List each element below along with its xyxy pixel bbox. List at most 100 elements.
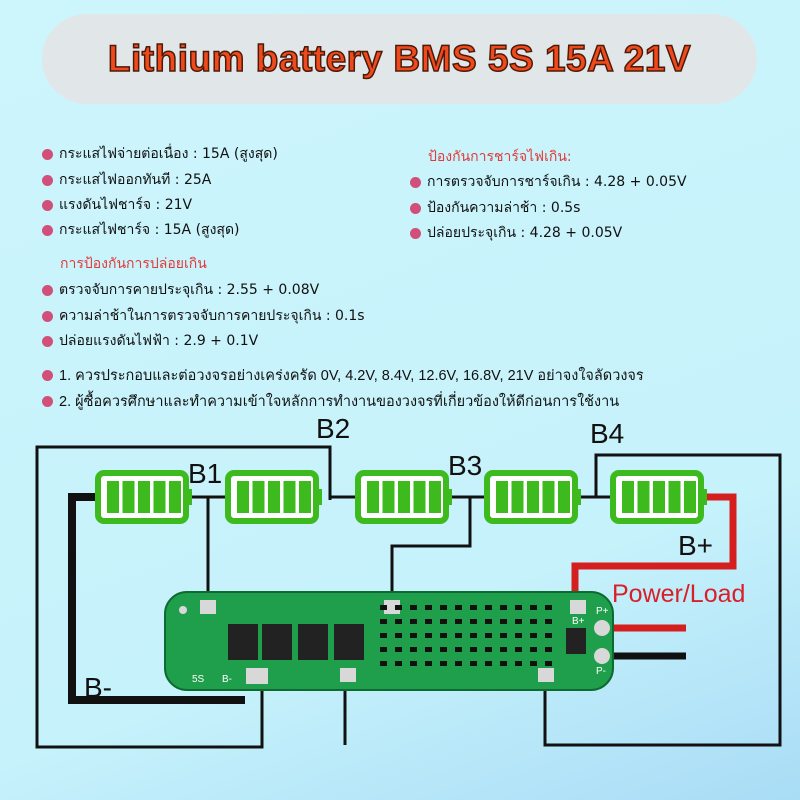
solder-pad — [200, 600, 216, 614]
bullet-icon — [410, 176, 421, 188]
bullet-icon — [42, 174, 53, 186]
smd-component — [455, 647, 462, 652]
smd-component — [545, 633, 552, 638]
smd-component — [530, 661, 537, 666]
smd-component — [410, 633, 417, 638]
smd-component — [440, 661, 447, 666]
smd-component — [515, 661, 522, 666]
smd-component — [470, 619, 477, 624]
smd-component — [395, 661, 402, 666]
smd-component — [440, 605, 447, 610]
spec-text: กระแสไฟออกทันที : 25A — [59, 172, 212, 188]
smd-component — [440, 633, 447, 638]
smd-component — [530, 633, 537, 638]
pcb-bminus-text: B- — [222, 674, 232, 685]
smd-component — [395, 619, 402, 624]
label-bminus: B- — [84, 672, 112, 703]
charge-heading: ป้องกันการชาร์จไฟเกิน: — [428, 149, 572, 165]
ic-chip — [566, 628, 586, 654]
smd-component — [500, 619, 507, 624]
spec-item: ตรวจจับการคายประจุเกิน : 2.55 + 0.08V — [42, 279, 319, 301]
smd-component — [410, 605, 417, 610]
bullet-icon — [42, 148, 53, 160]
solder-pad — [340, 668, 356, 682]
spec-text: ป้องกันความล่าช้า : 0.5s — [427, 200, 581, 216]
spec-text: แรงดันไฟชาร์จ : 21V — [59, 197, 193, 213]
wire — [543, 453, 782, 747]
smd-component — [545, 605, 552, 610]
spec-item: กระแสไฟจ่ายต่อเนื่อง : 15A (สูงสุด) — [42, 143, 278, 165]
bullet-icon — [410, 202, 421, 214]
mosfet — [228, 624, 258, 660]
spec-item: กระแสไฟชาร์จ : 15A (สูงสุด) — [42, 219, 240, 241]
smd-component — [425, 661, 432, 666]
label-bplus: B+ — [678, 530, 714, 561]
smd-component — [500, 605, 507, 610]
smd-component — [455, 633, 462, 638]
smd-component — [380, 619, 387, 624]
pcb-pminus-text: P- — [596, 666, 606, 677]
smd-component — [545, 661, 552, 666]
smd-component — [425, 647, 432, 652]
battery-cell — [355, 470, 452, 524]
spec-text: ปล่อยแรงดันไฟฟ้า : 2.9 + 0.1V — [59, 333, 259, 349]
spec-item: ปล่อยประจุเกิน : 4.28 + 0.05V — [410, 222, 622, 244]
note-item: 1. ควรประกอบและต่อวงจรอย่างเคร่งครัด 0V,… — [42, 364, 644, 387]
smd-component — [395, 605, 402, 610]
bullet-icon — [42, 284, 53, 296]
bplus-wire — [571, 493, 737, 600]
label-b3: B3 — [448, 450, 483, 481]
smd-component — [545, 619, 552, 624]
smd-component — [470, 647, 477, 652]
smd-component — [515, 647, 522, 652]
label-b1: B1 — [188, 458, 223, 489]
spec-text: การตรวจจับการชาร์จเกิน : 4.28 + 0.05V — [427, 174, 687, 190]
spec-text: ความล่าช้าในการตรวจจับการคายประจุเกิน : … — [59, 308, 365, 324]
p-minus-pad — [594, 648, 610, 664]
smd-component — [470, 605, 477, 610]
smd-component — [545, 647, 552, 652]
spec-text: ตรวจจับการคายประจุเกิน : 2.55 + 0.08V — [59, 282, 320, 298]
bullet-icon — [42, 370, 53, 381]
spec-item: ป้องกันความล่าช้า : 0.5s — [410, 197, 580, 219]
bullet-icon — [42, 310, 53, 322]
smd-component — [410, 661, 417, 666]
bullet-icon — [42, 396, 53, 407]
spec-item: ปล่อยแรงดันไฟฟ้า : 2.9 + 0.1V — [42, 330, 258, 352]
smd-component — [515, 619, 522, 624]
smd-component — [500, 633, 507, 638]
smd-component — [500, 661, 507, 666]
mount-hole — [179, 606, 187, 614]
smd-component — [485, 619, 492, 624]
smd-component — [470, 633, 477, 638]
label-b2: B2 — [316, 413, 351, 444]
battery-cell — [610, 470, 707, 524]
smd-component — [530, 619, 537, 624]
title-banner: Lithium battery BMS 5S 15A 21V — [42, 14, 757, 104]
spec-text: ปล่อยประจุเกิน : 4.28 + 0.05V — [427, 225, 623, 241]
mosfet — [334, 624, 364, 660]
smd-component — [395, 647, 402, 652]
bullet-icon — [42, 335, 53, 347]
smd-component — [455, 619, 462, 624]
smd-component — [425, 619, 432, 624]
smd-component — [380, 633, 387, 638]
battery-cell — [484, 470, 581, 524]
note-text: 1. ควรประกอบและต่อวงจรอย่างเคร่งครัด 0V,… — [59, 368, 644, 384]
label-b4: B4 — [590, 418, 625, 449]
smd-component — [470, 661, 477, 666]
label-power-load: Power/Load — [612, 580, 746, 608]
smd-component — [395, 633, 402, 638]
spec-text: กระแสไฟชาร์จ : 15A (สูงสุด) — [59, 222, 240, 238]
solder-pad — [570, 600, 586, 614]
smd-component — [410, 647, 417, 652]
smd-component — [485, 647, 492, 652]
smd-component — [485, 633, 492, 638]
smd-component — [515, 633, 522, 638]
smd-component — [440, 647, 447, 652]
smd-component — [530, 605, 537, 610]
bminus-wire — [68, 493, 245, 704]
battery-cell — [95, 470, 192, 524]
smd-component — [410, 619, 417, 624]
